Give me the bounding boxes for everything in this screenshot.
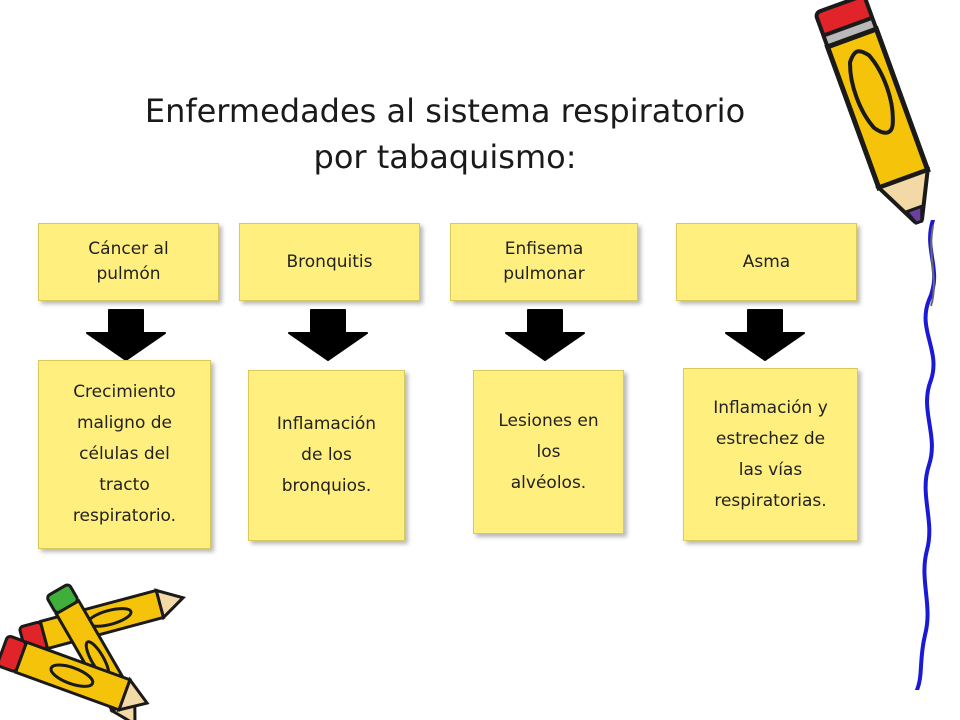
disease-box-bronquitis: Bronquitis bbox=[239, 223, 420, 301]
down-arrow-icon bbox=[505, 309, 585, 361]
disease-label: Asma bbox=[742, 251, 791, 272]
effect-box-enfisema: Lesiones en los alvéolos. bbox=[473, 370, 624, 534]
effect-text: Inflamación de los bronquios. bbox=[276, 414, 377, 496]
down-arrow-icon bbox=[725, 309, 805, 361]
title-line-1: Enfermedades al sistema respiratorio bbox=[144, 92, 746, 130]
effect-box-bronquitis: Inflamación de los bronquios. bbox=[248, 370, 405, 541]
disease-label: Cáncer al pulmón bbox=[88, 239, 169, 284]
down-arrow-icon bbox=[86, 309, 166, 361]
disease-label: Bronquitis bbox=[286, 251, 373, 272]
sidebar-wave-line bbox=[915, 220, 937, 690]
disease-box-cancer: Cáncer al pulmón bbox=[38, 223, 219, 301]
pencil-group-icon bbox=[0, 583, 186, 720]
effect-text: Lesiones en los alvéolos. bbox=[498, 410, 599, 493]
down-arrow-icon bbox=[288, 309, 368, 361]
pencil-icon bbox=[814, 0, 931, 225]
title-line-2: por tabaquismo: bbox=[313, 138, 577, 176]
slide-title: Enfermedades al sistema respiratorio por… bbox=[60, 88, 830, 180]
effect-text: Crecimiento maligno de células del tract… bbox=[72, 382, 177, 526]
disease-box-enfisema: Enfisema pulmonar bbox=[450, 223, 638, 301]
effect-box-asma: Inflamación y estrechez de las vías resp… bbox=[683, 368, 858, 541]
effect-box-cancer: Crecimiento maligno de células del tract… bbox=[38, 360, 211, 549]
disease-label: Enfisema pulmonar bbox=[503, 239, 585, 284]
effect-text: Inflamación y estrechez de las vías resp… bbox=[713, 397, 828, 511]
disease-box-asma: Asma bbox=[676, 223, 857, 301]
